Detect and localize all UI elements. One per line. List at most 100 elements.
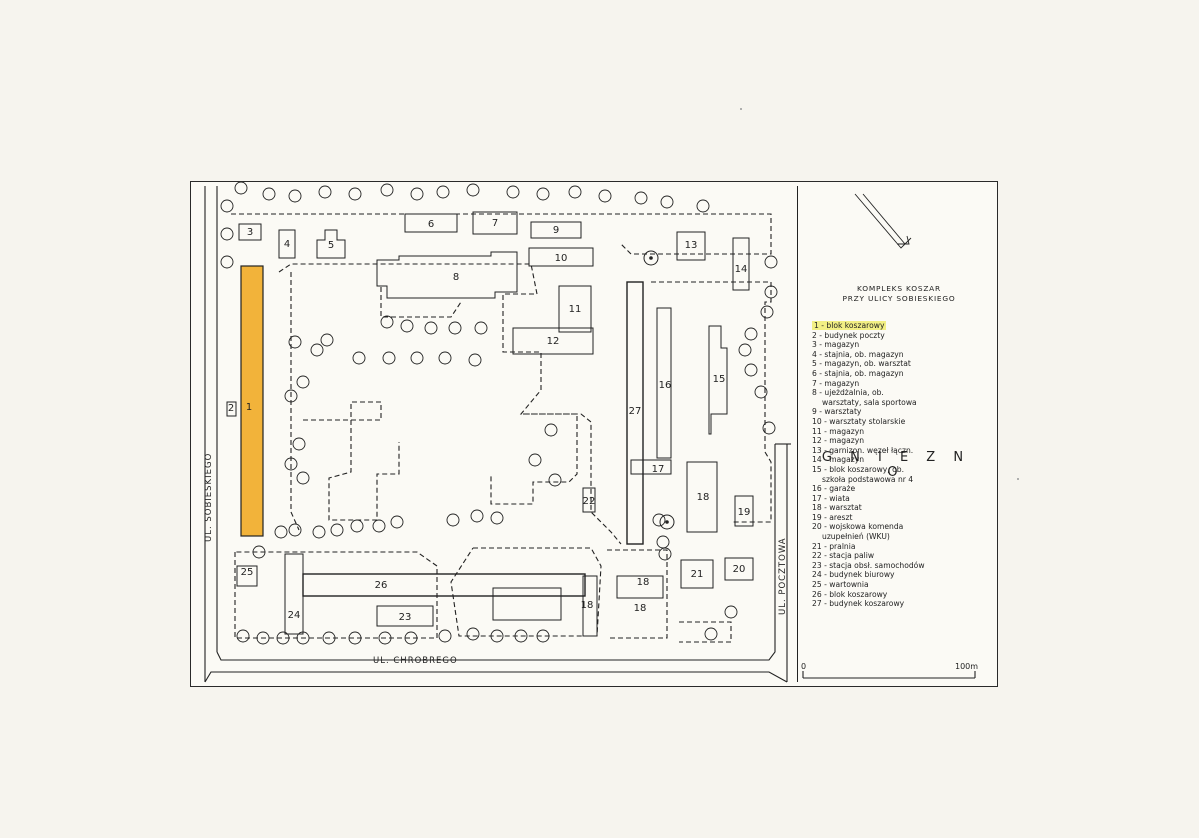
legend-item: 1 - blok koszarowy [812, 321, 994, 331]
tree-symbol [643, 250, 659, 266]
legend-item-text: 7 - magazyn [812, 378, 860, 388]
tree-symbol [236, 629, 250, 643]
building-22 [582, 487, 596, 513]
building-3 [238, 223, 262, 241]
tree-symbol [744, 363, 758, 377]
tree-symbol [312, 525, 326, 539]
tree-symbol [448, 321, 462, 335]
tree-symbol [410, 187, 424, 201]
legend-item: 24 - budynek biurowy [812, 570, 994, 580]
legend-item-text: 25 - wartownia [812, 580, 869, 590]
building-label: 12 [547, 336, 560, 347]
legend-item-text: 4 - stajnia, ob. magazyn [812, 349, 904, 359]
building-label: 18 [634, 603, 647, 614]
building-1-blok-koszarowy [240, 265, 264, 537]
tree-symbol [528, 453, 542, 467]
fence-central-west [278, 263, 622, 545]
legend-item-text: 11 - magazyn [812, 426, 865, 436]
legend-item: 11 - magazyn [812, 427, 994, 437]
legend-item: uzupełnień (WKU) [812, 532, 994, 542]
building-label: 21 [691, 569, 704, 580]
building-label: 10 [555, 253, 568, 264]
street-label-chrobrego: UL. CHROBREGO [373, 656, 458, 666]
building-label: 27 [629, 406, 642, 417]
tree-symbol [536, 629, 550, 643]
tree-symbol [288, 189, 302, 203]
legend-item: 20 - wojskowa komenda [812, 522, 994, 532]
tree-symbol [704, 627, 718, 641]
building-label: 1 [246, 402, 252, 413]
tree-symbol [468, 353, 482, 367]
tree-symbol [220, 227, 234, 241]
street-edge-chrobrego [204, 671, 788, 683]
tree-symbol [598, 189, 612, 203]
building-label: 16 [659, 380, 672, 391]
legend-item: 23 - stacja obsł. samochodów [812, 561, 994, 571]
legend-item: 21 - pralnia [812, 542, 994, 552]
fence-south-west [234, 551, 438, 639]
tree-symbol [410, 351, 424, 365]
building-label: 18 [581, 600, 594, 611]
legend-item: 15 - blok koszarowy, ob. [812, 465, 994, 475]
tree-symbol [330, 523, 344, 537]
tree-symbol [262, 187, 276, 201]
legend-item-text: 18 - warsztat [812, 503, 862, 513]
legend-item: 13 - garnizon. węzeł łączn. [812, 446, 994, 456]
legend-item: 8 - ujeżdżalnia, ob. [812, 388, 994, 398]
tree-symbol [490, 511, 504, 525]
building-label: 14 [735, 264, 748, 275]
tree-symbol [660, 195, 674, 209]
tree-symbol [506, 185, 520, 199]
tree-symbol [390, 515, 404, 529]
tree-symbol [436, 185, 450, 199]
building-label: 26 [375, 580, 388, 591]
tree-symbol [738, 343, 752, 357]
tree-symbol [318, 185, 332, 199]
legend-item-text: 15 - blok koszarowy, ob. [812, 464, 904, 474]
legend-item-text: 5 - magazyn, ob. warsztat [812, 359, 911, 369]
fence-parade-west [303, 401, 400, 521]
tree-symbol [352, 351, 366, 365]
building-label: 2 [228, 403, 234, 414]
north-arrow-icon [897, 235, 910, 245]
building-label: 18 [637, 577, 650, 588]
legend-item-text: 2 - budynek poczty [812, 330, 885, 340]
building-19 [734, 495, 754, 527]
tree-symbol [252, 545, 266, 559]
scale-bar-start-label: 0 [801, 662, 806, 671]
building-17 [630, 459, 672, 475]
tree-symbol [276, 631, 290, 645]
tree-symbol [378, 631, 392, 645]
legend-item: 9 - warsztaty [812, 407, 994, 417]
legend-item: 6 - stajnia, ob. magazyn [812, 369, 994, 379]
building-18-south [492, 587, 562, 621]
tree-symbol [762, 421, 776, 435]
legend-item-text: 6 - stajnia, ob. magazyn [812, 368, 904, 378]
fence-small-south [679, 621, 732, 643]
tree-symbol [514, 629, 528, 643]
tree-symbol [764, 285, 778, 299]
legend-item-text: 19 - areszt [812, 512, 853, 522]
building-12 [512, 327, 594, 355]
street-edge-inner [216, 444, 776, 661]
map-subtitle-1: KOMPLEKS KOSZAR [857, 284, 941, 293]
tree-symbol [764, 255, 778, 269]
tree-symbol [424, 321, 438, 335]
legend-item: warsztaty, sala sportowa [812, 398, 994, 408]
fence-east [651, 281, 772, 523]
tree-symbol [284, 457, 298, 471]
tree-symbol [220, 199, 234, 213]
tree-symbol [220, 255, 234, 269]
tree-symbol [274, 525, 288, 539]
fence-north [231, 213, 772, 255]
building-label: 5 [328, 240, 334, 251]
legend-item-text: 24 - budynek biurowy [812, 570, 895, 580]
building-4 [278, 229, 296, 259]
building-5 [316, 229, 346, 259]
street-label-sobieskiego: UL. SOBIESKIEGO [204, 452, 214, 542]
tree-symbol [474, 321, 488, 335]
legend-item-text: 1 - blok koszarowy [812, 321, 887, 330]
building-label: 19 [738, 507, 751, 518]
